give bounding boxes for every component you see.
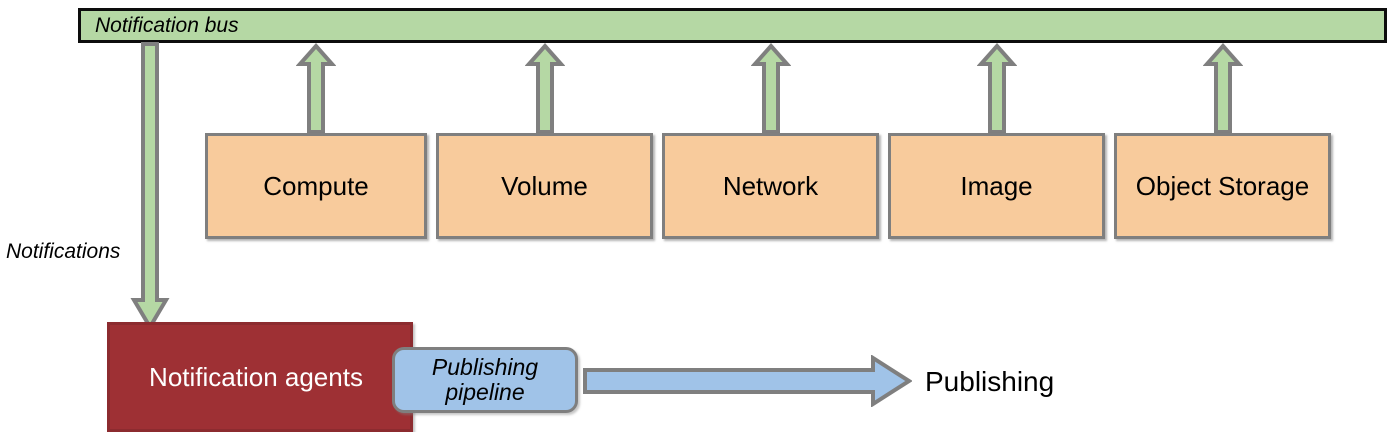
arrow-volume-to-bus (524, 42, 566, 135)
publishing-caption: Publishing (925, 366, 1055, 397)
notification-bus-label: Notification bus (95, 14, 239, 37)
notification-agents-label: Notification agents (149, 361, 363, 392)
arrow-compute-to-bus (295, 42, 337, 135)
service-box-image[interactable]: Image (888, 133, 1105, 239)
service-box-object-storage[interactable]: Object Storage (1114, 133, 1331, 239)
publishing-pipeline-label-line1: Publishing (431, 354, 539, 381)
arrow-object-storage-to-bus (1202, 42, 1244, 135)
service-box-compute[interactable]: Compute (205, 133, 427, 239)
notification-bus: Notification bus (78, 8, 1387, 43)
service-label-object-storage: Object Storage (1135, 170, 1310, 201)
service-label-compute: Compute (263, 170, 369, 201)
arrow-network-to-bus (750, 42, 792, 135)
arrow-image-to-bus (976, 42, 1018, 135)
notification-agents-box[interactable]: Notification agents (107, 322, 413, 432)
service-box-volume[interactable]: Volume (436, 133, 653, 239)
arrow-bus-to-notification-agents (128, 42, 172, 331)
publishing-pipeline-box[interactable]: Publishing pipeline (392, 347, 578, 413)
service-label-volume: Volume (501, 170, 588, 201)
publishing-pipeline-label-line2: pipeline (445, 379, 525, 405)
arrow-pipeline-to-publishing (582, 354, 913, 408)
service-label-image: Image (960, 170, 1033, 201)
service-label-network: Network (722, 170, 819, 201)
notifications-caption: Notifications (6, 240, 121, 263)
service-box-network[interactable]: Network (662, 133, 879, 239)
